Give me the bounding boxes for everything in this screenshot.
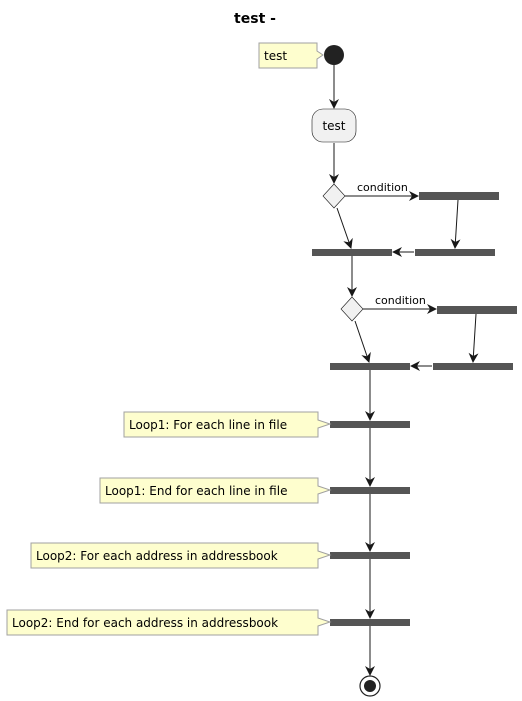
condition-label-1: condition — [357, 181, 408, 194]
edge-fork-2-down — [468, 313, 479, 363]
merge-bar-2 — [330, 363, 410, 370]
edge-decision-2-down — [354, 320, 371, 363]
start-note: test — [258, 42, 324, 69]
edge-fork-1-down — [450, 199, 461, 249]
loop2-start-bar — [330, 552, 410, 559]
loop1-start-note: Loop1: For each line in file — [123, 411, 332, 438]
decision-2 — [340, 296, 364, 322]
decision-1 — [322, 183, 346, 209]
join-bar-1 — [415, 249, 495, 256]
merge-bar-1 — [312, 249, 392, 256]
loop1-end-note-text: Loop1: End for each line in file — [105, 484, 287, 498]
loop2-end-bar — [330, 619, 410, 626]
fork-bar-2 — [437, 306, 517, 314]
fork-bar-1 — [419, 192, 499, 200]
join-bar-2 — [433, 363, 513, 370]
start-note-text: test — [264, 49, 287, 63]
loop2-start-note-text: Loop2: For each address in addressbook — [36, 549, 278, 563]
action-test: test — [311, 108, 357, 143]
action-test-label: test — [322, 119, 345, 133]
loop1-start-bar — [330, 421, 410, 428]
loop2-end-note: Loop2: End for each address in addressbo… — [6, 609, 332, 636]
loop2-end-note-text: Loop2: End for each address in addressbo… — [12, 616, 278, 630]
stop-node — [359, 675, 381, 697]
diagram-title: test - — [234, 11, 276, 27]
loop1-end-bar — [330, 487, 410, 494]
loop2-start-note: Loop2: For each address in addressbook — [30, 542, 332, 569]
connectors — [329, 65, 479, 676]
start-node — [324, 45, 344, 65]
edge-decision-1-down — [336, 207, 353, 249]
condition-label-2: condition — [375, 294, 426, 307]
loop1-start-note-text: Loop1: For each line in file — [129, 418, 287, 432]
loop1-end-note: Loop1: End for each line in file — [99, 477, 332, 504]
